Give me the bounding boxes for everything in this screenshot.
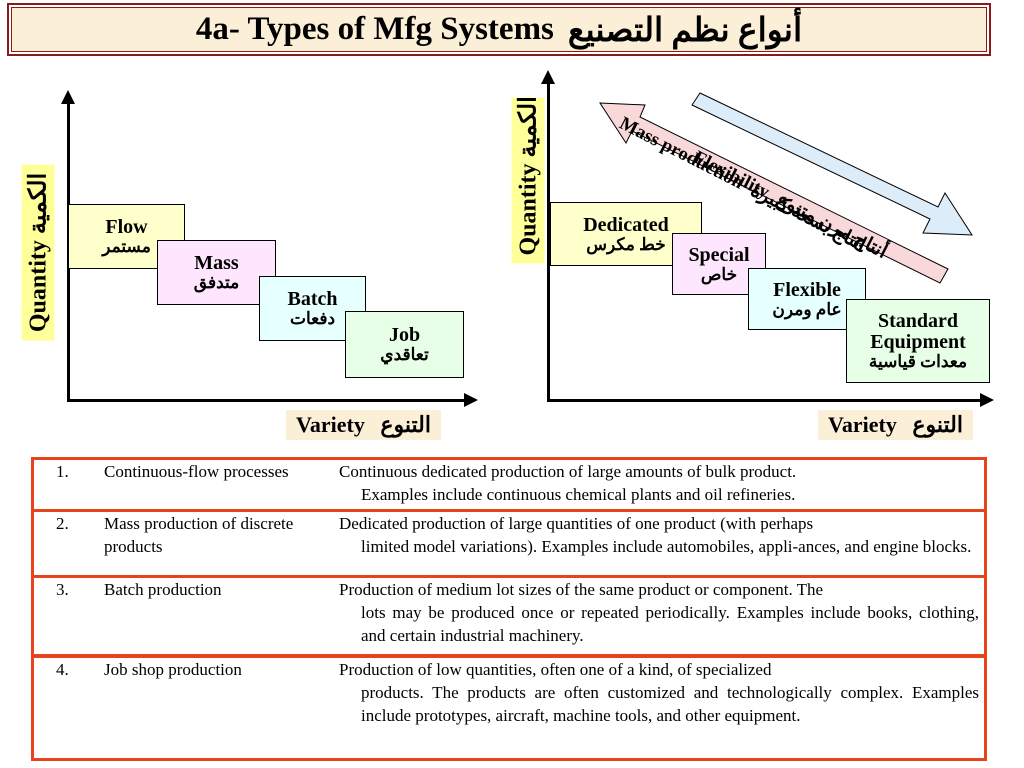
box-standard-en-1: Standard (877, 310, 959, 333)
mass-production-arrow-shape (599, 102, 949, 284)
row-system-name: Job shop production (104, 660, 242, 679)
left-y-label-ar: الكمية (25, 172, 52, 235)
row-number: 4. (56, 660, 69, 679)
box-dedicated-ar: خط مكرس (586, 234, 666, 254)
table-row: 1. Continuous-flow processes Continuous … (31, 457, 987, 515)
right-y-axis (547, 80, 550, 402)
right-x-label-ar: التنوع (912, 412, 963, 437)
row-system-name: Mass production of discrete products (104, 514, 294, 556)
box-standard-en-2: Equipment (870, 331, 966, 354)
right-y-label-ar: الكمية (515, 96, 542, 158)
flexibility-arrow-shape (691, 92, 973, 236)
left-y-label-en: Quantity (25, 240, 52, 333)
right-x-axis-label: Variety التنوع (818, 410, 973, 440)
left-x-label-en: Variety (296, 412, 365, 437)
box-flow-ar: مستمر (102, 237, 151, 257)
row-description-first-line: Continuous dedicated production of large… (339, 462, 797, 481)
left-x-label-ar: التنوع (380, 412, 431, 437)
row-system-name: Continuous-flow processes (104, 462, 289, 481)
box-mass: Mass متدفق (157, 240, 276, 305)
table-row: 3. Batch production Production of medium… (31, 575, 987, 657)
row-description-rest: limited model variations). Examples incl… (361, 536, 972, 556)
row-description: Production of medium lot sizes of the sa… (339, 579, 979, 648)
title-arabic: أنواع نظم التصنيع (567, 12, 803, 49)
box-flexible-ar: عام ومرن (772, 299, 842, 319)
box-mass-en: Mass (194, 252, 239, 275)
table-row: 4. Job shop production Production of low… (31, 655, 987, 761)
box-dedicated-en: Dedicated (583, 213, 669, 236)
box-standard-equipment: Standard Equipment معدات قياسية (846, 299, 990, 383)
right-x-axis-arrowhead (980, 393, 994, 407)
box-job-ar: تعاقدي (380, 345, 429, 365)
row-number: 1. (56, 462, 69, 481)
row-description-first-line: Production of medium lot sizes of the sa… (339, 580, 824, 599)
box-batch-ar: دفعات (289, 309, 336, 329)
row-description-rest: lots may be produced once or repeated pe… (361, 602, 979, 645)
row-description-rest: products. The products are often customi… (361, 682, 979, 725)
box-special-en: Special (688, 243, 750, 266)
box-special-ar: خاص (700, 264, 738, 284)
box-flexible-en: Flexible (773, 278, 841, 301)
right-y-axis-label: Quantity الكمية (511, 96, 545, 264)
left-x-axis-label: Variety التنوع (286, 410, 441, 440)
row-description: Production of low quantities, often one … (339, 659, 979, 728)
right-x-label-en: Variety (828, 412, 897, 437)
left-x-axis-arrowhead (464, 393, 478, 407)
box-flow: Flow مستمر (68, 204, 185, 269)
box-mass-ar: متدفق (193, 273, 240, 293)
row-description-first-line: Dedicated production of large quantities… (339, 514, 814, 533)
page-title: 4a- Types of Mfg Systems أنواع نظم التصن… (7, 3, 991, 56)
right-y-label-en: Quantity (515, 163, 542, 256)
left-y-axis-label: Quantity الكمية (21, 164, 55, 341)
row-description-rest: Examples include continuous chemical pla… (361, 484, 796, 504)
left-y-axis-arrowhead (61, 90, 75, 104)
diagonal-arrows (599, 92, 973, 284)
row-number: 3. (56, 580, 69, 599)
box-batch-en: Batch (287, 288, 338, 311)
row-number: 2. (56, 514, 69, 533)
row-system-name: Batch production (104, 580, 222, 599)
right-y-axis-arrowhead (541, 70, 555, 84)
row-description: Continuous dedicated production of large… (339, 461, 979, 507)
box-job: Job تعاقدي (345, 311, 464, 378)
box-standard-ar: معدات قياسية (868, 352, 968, 372)
table-row: 2. Mass production of discrete products … (31, 509, 987, 581)
row-description-first-line: Production of low quantities, often one … (339, 660, 772, 679)
left-x-axis (67, 399, 465, 402)
box-flow-en: Flow (105, 216, 148, 239)
title-english: 4a- Types of Mfg Systems (195, 11, 554, 47)
box-job-en: Job (388, 324, 421, 347)
right-x-axis (547, 399, 981, 402)
row-description: Dedicated production of large quantities… (339, 513, 979, 559)
